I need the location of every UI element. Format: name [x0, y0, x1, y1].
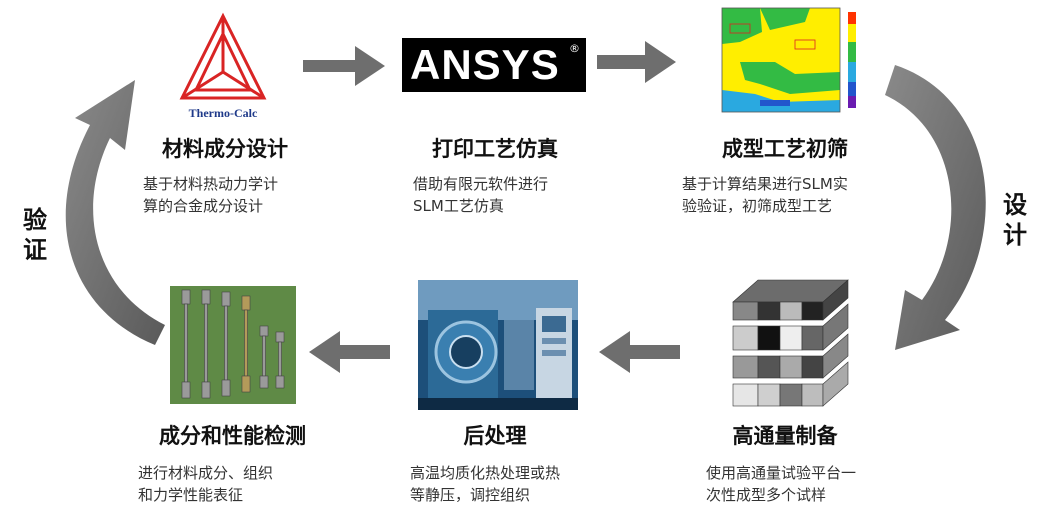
left-cycle-label: 验证 — [23, 206, 47, 264]
step-1-desc-line-1: 基于材料热动力学计 — [143, 175, 279, 193]
high-throughput-blocks-image — [732, 279, 849, 407]
row1-arrows — [303, 41, 676, 86]
step-3-desc: 基于计算结果进行SLM实 验验证，初筛成型工艺 — [682, 173, 897, 217]
step-3-desc-line-2: 验验证，初筛成型工艺 — [682, 197, 833, 215]
step-2-desc: 借助有限元软件进行 SLM工艺仿真 — [413, 173, 613, 217]
step-4-desc-line-1: 使用高通量试验平台一 — [706, 464, 857, 482]
step-6-desc-line-1: 进行材料成分、组织 — [138, 464, 274, 482]
step-4-desc-line-2: 次性成型多个试样 — [706, 486, 827, 504]
step-1-title: 材料成分设计 — [162, 137, 288, 161]
step-4-title: 高通量制备 — [732, 424, 838, 448]
step-3-desc-line-1: 基于计算结果进行SLM实 — [682, 175, 848, 193]
step-2-desc-line-2: SLM工艺仿真 — [413, 197, 504, 215]
ansys-registered-mark: ® — [569, 42, 580, 55]
step-6-desc-line-2: 和力学性能表征 — [138, 486, 244, 504]
arrow-2-3 — [597, 41, 676, 83]
row2-arrows — [309, 331, 680, 373]
right-cycle-arrow — [885, 65, 986, 350]
right-cycle-label: 设计 — [1003, 191, 1027, 249]
process-map-heatmap-image — [700, 2, 870, 130]
step-6-title: 成分和性能检测 — [159, 424, 306, 448]
step-3-title: 成型工艺初筛 — [722, 137, 848, 161]
step-5-desc-line-1: 高温均质化热处理或热 — [410, 464, 561, 482]
ansys-logo: ANSYS ® — [402, 38, 586, 92]
step-2-desc-line-1: 借助有限元软件进行 — [413, 175, 549, 193]
step-5-desc-line-2: 等静压，调控组织 — [410, 486, 531, 504]
step-5-desc: 高温均质化热处理或热 等静压，调控组织 — [410, 462, 620, 506]
thermo-calc-logo: Thermo-Calc — [178, 12, 268, 122]
step-1-desc-line-2: 算的合金成分设计 — [143, 197, 264, 215]
step-2-title: 打印工艺仿真 — [432, 137, 558, 161]
ansys-text: ANSYS — [410, 41, 560, 88]
furnace-equipment-image — [418, 280, 578, 410]
step-4-desc: 使用高通量试验平台一 次性成型多个试样 — [706, 462, 916, 506]
arrow-5-6 — [309, 331, 390, 373]
step-1-desc: 基于材料热动力学计 算的合金成分设计 — [143, 173, 333, 217]
thermo-calc-text: Thermo-Calc — [188, 106, 258, 120]
step-6-desc: 进行材料成分、组织 和力学性能表征 — [138, 462, 328, 506]
arrow-4-5 — [599, 331, 680, 373]
left-cycle-arrow — [65, 80, 165, 345]
arrow-1-2 — [303, 46, 385, 86]
step-5-title: 后处理 — [463, 424, 527, 448]
triangle-logo-icon — [179, 12, 267, 100]
tensile-specimens-image — [170, 286, 296, 404]
